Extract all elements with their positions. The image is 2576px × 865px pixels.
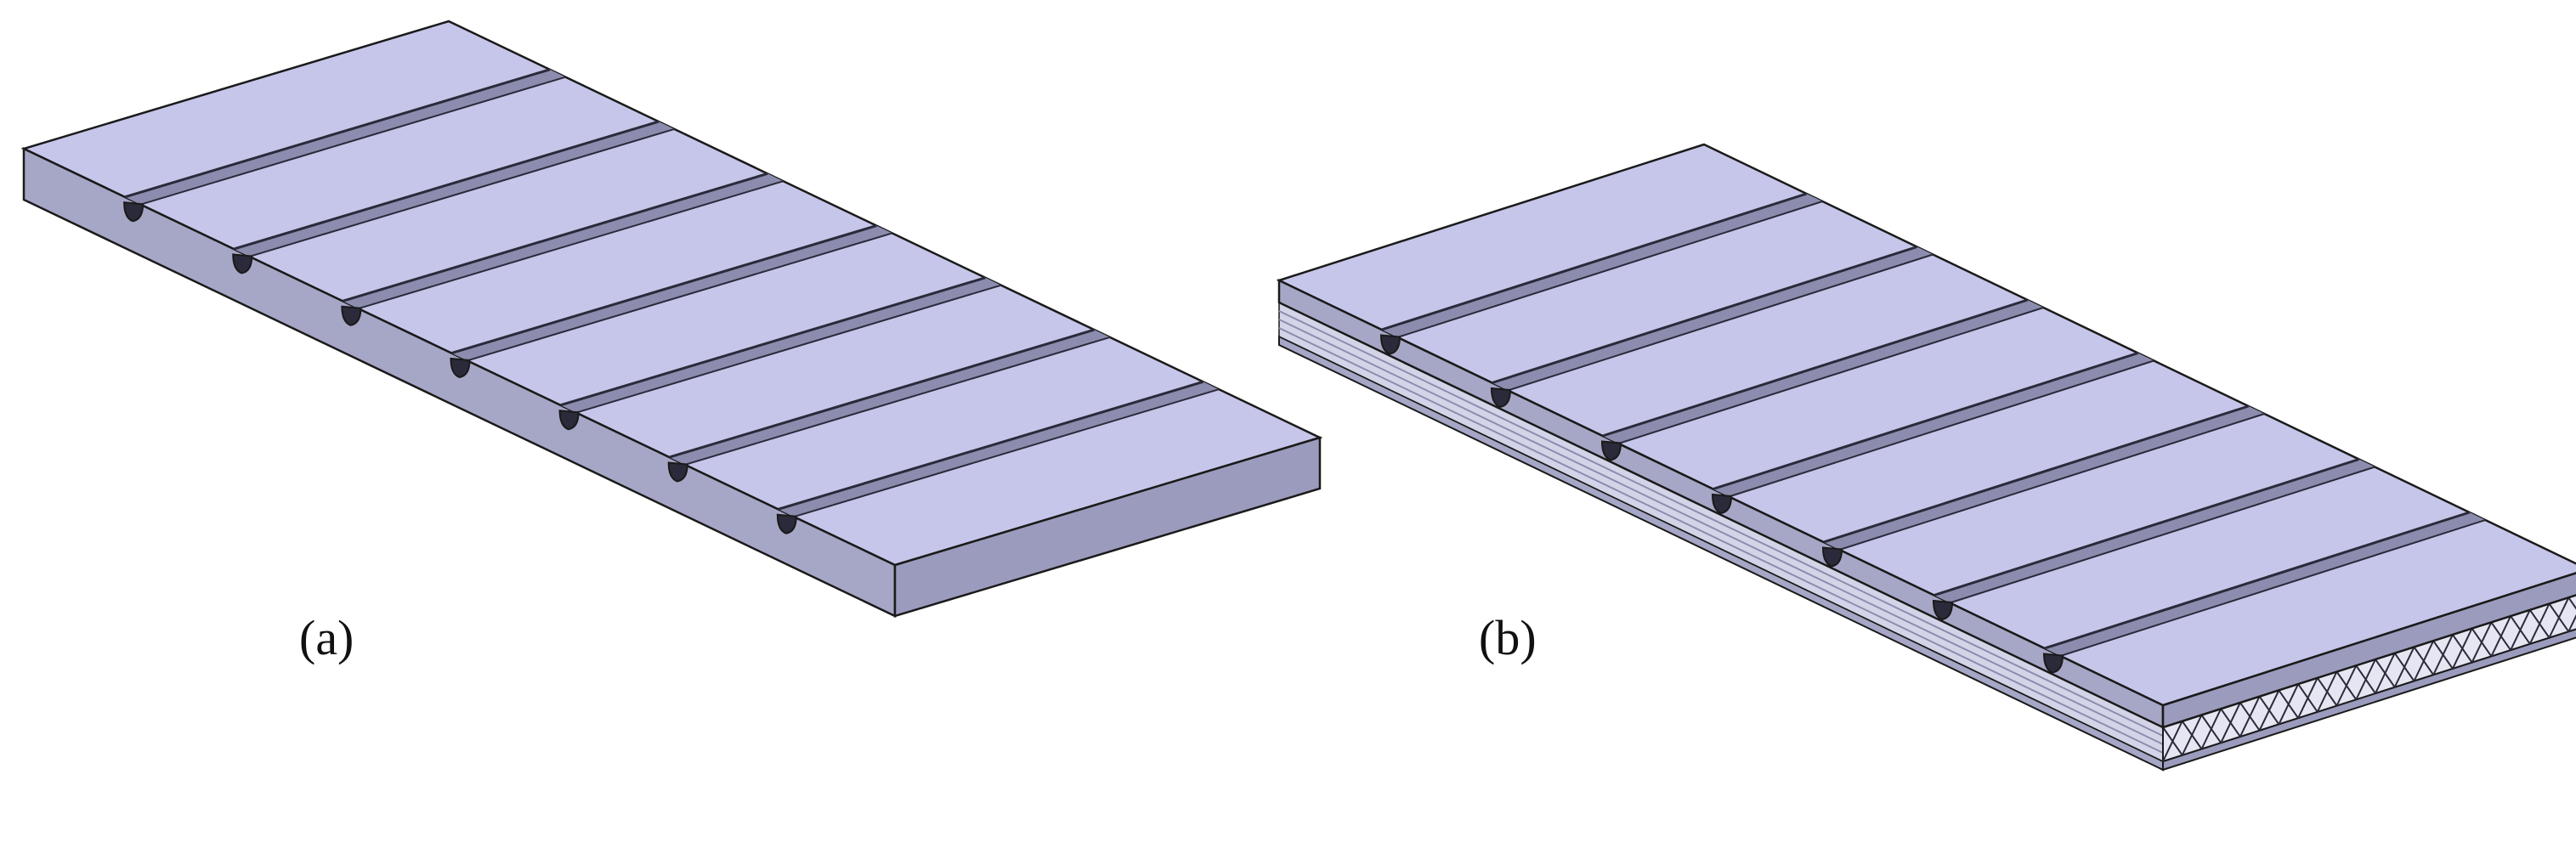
plate-b-core-side-line-3 (1278, 327, 2164, 754)
plate-b-core-web-b-10 (2355, 659, 2376, 700)
plate-a-groove-edge-left-6 (669, 328, 1095, 459)
plate-b-groove-edge-left-5 (1823, 404, 2250, 544)
plate-a-groove-edge-right-7 (793, 388, 1220, 518)
plate-b-tslot-2 (1490, 387, 1512, 409)
plate-b-groove-edge-left-3 (1602, 298, 2029, 438)
plate-b-core-web-b-5 (2258, 689, 2280, 732)
plate-a-groove-edge-right-6 (684, 336, 1111, 466)
panel-a-caption: (a) (299, 610, 354, 665)
plate-b-core-side-line-1 (1278, 310, 2164, 737)
plate-a-tslot-3 (341, 305, 362, 326)
plate-a-tslot-1 (123, 201, 144, 223)
plate-a-tslot-6 (667, 461, 688, 483)
plate-b-core-web-b-19 (2528, 603, 2551, 645)
plate-a-groove-edge-right-2 (249, 127, 675, 257)
plate-b-core-web-b-6 (2278, 683, 2300, 725)
plate-b-core-web-b-0 (2162, 721, 2183, 762)
plate-a-groove-edge-left-2 (233, 120, 660, 251)
plate-b-groove-edge-left-7 (2044, 511, 2471, 650)
plate-a-tslot-2 (232, 253, 253, 274)
plate-b-core-web-b-3 (2220, 702, 2241, 743)
plate-b-core-web-b-1 (2181, 715, 2203, 756)
plate-b-core-web-b-9 (2335, 664, 2358, 706)
plate-b-groove-edge-right-6 (1950, 466, 2375, 604)
plate-b-core-web-b-7 (2297, 677, 2318, 719)
plate-b-groove-6 (1933, 459, 2375, 603)
plate-a-groove-edge-left-3 (342, 172, 768, 302)
plate-a-groove-7 (778, 382, 1220, 517)
plate-a-tslot-4 (450, 357, 471, 379)
plate-b-groove-edge-right-5 (1839, 413, 2265, 551)
plate-b-tslot-1 (1379, 334, 1401, 355)
plate-b-core-web-b-2 (2200, 708, 2222, 749)
plate-b-core-web-b-16 (2471, 621, 2493, 664)
plate-b-core-side-line-2 (1278, 319, 2164, 745)
plate-b-groove-edge-left-4 (1713, 352, 2139, 490)
plate-b-groove-edge-left-2 (1492, 246, 1918, 384)
plate-b-core-web-b-20 (2548, 596, 2570, 638)
plate-b-tslot-7 (2042, 653, 2064, 674)
plate-b-top-sheet-end (2161, 572, 2576, 729)
plate-b-groove-edge-right-1 (1397, 201, 1823, 338)
plate-b-core-web-a-21 (2568, 596, 2576, 610)
plate-a-groove-edge-left-4 (450, 224, 877, 355)
plate-a-groove-edge-right-1 (140, 76, 566, 206)
plate-a-tslot-5 (558, 410, 580, 431)
plate-b-groove-7 (2044, 512, 2486, 656)
plate-b-core-web-b-18 (2510, 609, 2531, 651)
plate-b-tslot-6 (1932, 599, 1954, 621)
plate-b-core-web-b-15 (2451, 628, 2473, 670)
plate-a-groove-edge-left-5 (559, 276, 986, 407)
plate-b-core-web-b-8 (2316, 671, 2338, 713)
plate-b-core-web-b-12 (2393, 647, 2415, 688)
plate-a-groove-edge-left-1 (124, 68, 551, 199)
plate-a-groove-3 (343, 173, 784, 309)
plate-b-groove-5 (1823, 406, 2265, 550)
panel-b-sandwich-grooved-plate (1276, 143, 2576, 772)
plate-b-core-web-b-13 (2413, 640, 2435, 681)
plate-a-groove-edge-right-3 (358, 180, 784, 310)
panel-b-caption: (b) (1479, 610, 1537, 665)
plate-a-groove-edge-right-5 (575, 284, 1002, 414)
plate-b-core-web-b-17 (2490, 615, 2512, 657)
plate-b-groove-edge-left-6 (1933, 458, 2360, 596)
plate-b-tslot-3 (1600, 440, 1622, 461)
plate-b-groove-4 (1713, 353, 2154, 497)
plate-b-groove-edge-left-1 (1381, 192, 1808, 331)
plate-b-core-web-b-11 (2375, 653, 2396, 694)
plate-a-groove-5 (560, 277, 1001, 413)
plate-b-tslot-5 (1821, 546, 1843, 568)
plate-b-groove-edge-right-7 (2060, 519, 2486, 657)
plate-a-end-face (893, 436, 1322, 618)
plate-b-groove-edge-right-3 (1618, 307, 2044, 444)
panel-a-solid-grooved-plate (20, 20, 1323, 618)
plate-a-tslot-7 (776, 513, 797, 534)
plate-a-groove-1 (124, 69, 566, 205)
plate-a-groove-6 (669, 330, 1110, 465)
plate-a-groove-edge-left-7 (778, 380, 1204, 511)
plate-b-core-web-b-4 (2239, 696, 2261, 738)
plate-b-groove-1 (1381, 194, 1823, 337)
plate-b-core-web-b-14 (2432, 634, 2454, 676)
plate-b-groove-edge-right-4 (1729, 359, 2154, 498)
plate-b-groove-3 (1602, 300, 2044, 444)
plate-a-groove-4 (451, 225, 892, 361)
plate-a-groove-edge-right-4 (467, 232, 893, 362)
plate-b-tslot-4 (1711, 493, 1733, 515)
plate-b-core-web-b-21 (2568, 613, 2576, 632)
plate-b-groove-edge-right-2 (1508, 253, 1933, 392)
plate-b-groove-2 (1492, 246, 1933, 391)
plate-a-groove-2 (234, 122, 675, 257)
